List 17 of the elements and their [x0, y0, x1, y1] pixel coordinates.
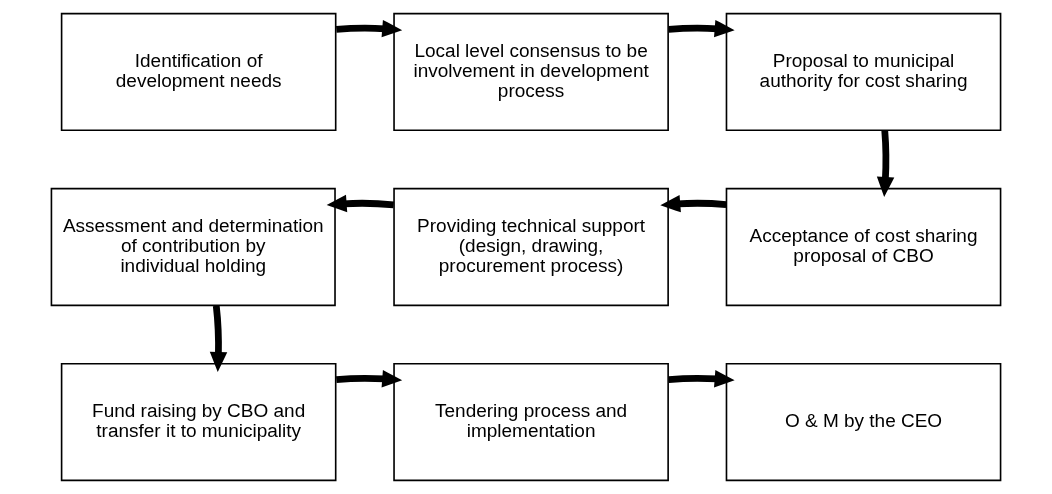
arrow [660, 194, 727, 213]
arrow [668, 370, 735, 388]
arrow [876, 130, 895, 197]
node-box: Local level consensus to be involvement in development process [393, 12, 669, 132]
node-box: O & M by the CEO [725, 362, 1002, 482]
node-box: Tendering process and implementation [393, 362, 669, 482]
arrow [336, 19, 403, 38]
node-box: Assessment and determination of contribution by individual holding [50, 187, 336, 307]
node-box: Proposal to municipal authority for cost sharing [725, 12, 1002, 132]
node-box: Identification of development needs [60, 12, 337, 132]
arrow [336, 370, 403, 388]
arrow [326, 194, 394, 213]
node-box: Providing technical support (design, drawing, procurement process) [393, 187, 669, 307]
arrow [668, 19, 735, 38]
node-box: Fund raising by CBO and transfer it to municipality [60, 362, 337, 482]
node-box: Acceptance of cost sharing proposal of CBO [725, 187, 1002, 307]
arrow [209, 305, 228, 372]
